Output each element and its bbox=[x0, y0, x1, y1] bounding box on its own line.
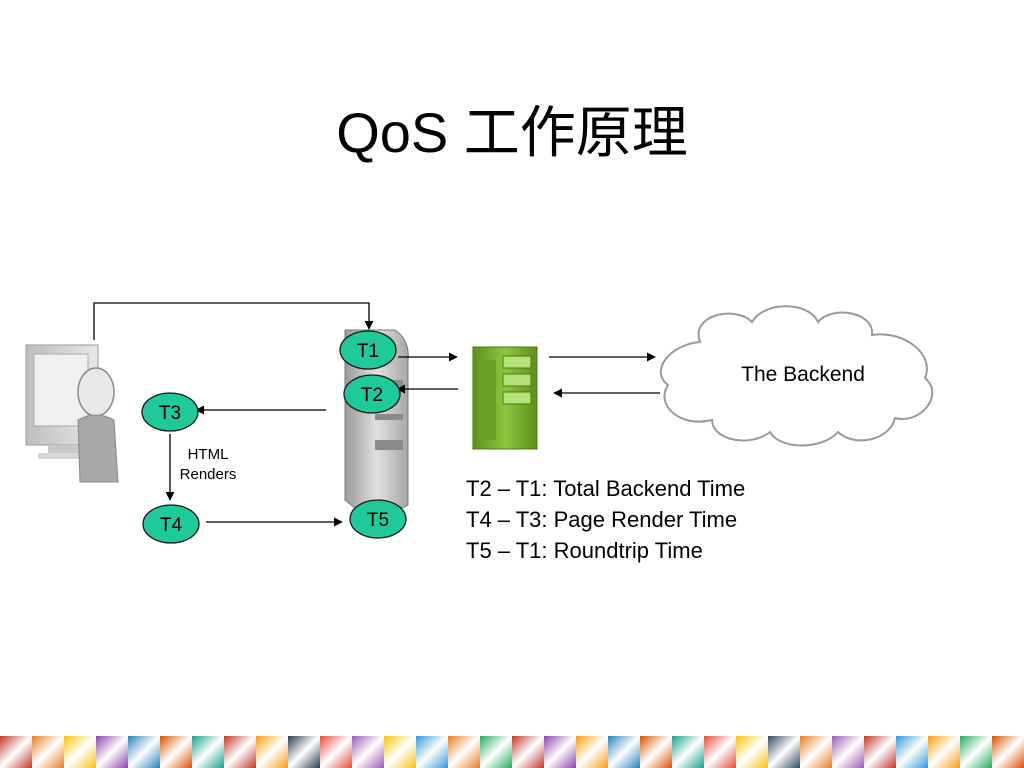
footer-tile bbox=[704, 736, 736, 768]
footer-tile bbox=[256, 736, 288, 768]
user-icon bbox=[77, 367, 119, 483]
timing-legend: T2 – T1: Total Backend Time T4 – T3: Pag… bbox=[466, 473, 745, 566]
footer-tile bbox=[512, 736, 544, 768]
footer-tile bbox=[832, 736, 864, 768]
node-t2: T2 bbox=[343, 374, 401, 414]
footer-tile bbox=[0, 736, 32, 768]
footer-tile bbox=[96, 736, 128, 768]
footer-tile bbox=[192, 736, 224, 768]
node-t2-label: T2 bbox=[361, 385, 383, 406]
footer-tile bbox=[672, 736, 704, 768]
footer-tile bbox=[352, 736, 384, 768]
node-t3: T3 bbox=[141, 392, 199, 432]
backend-label: The Backend bbox=[741, 363, 865, 386]
footer-tile bbox=[896, 736, 928, 768]
footer-tile bbox=[928, 736, 960, 768]
decorative-footer-strip bbox=[0, 736, 1024, 768]
footer-tile bbox=[416, 736, 448, 768]
footer-tile bbox=[448, 736, 480, 768]
footer-tile bbox=[960, 736, 992, 768]
backend-cloud-icon bbox=[659, 305, 934, 447]
node-t1: T1 bbox=[339, 330, 397, 370]
footer-tile bbox=[224, 736, 256, 768]
node-t5-label: T5 bbox=[367, 510, 389, 531]
footer-tile bbox=[864, 736, 896, 768]
footer-tile bbox=[544, 736, 576, 768]
node-t3-label: T3 bbox=[159, 403, 181, 424]
footer-tile bbox=[288, 736, 320, 768]
footer-tile bbox=[32, 736, 64, 768]
request-connector bbox=[93, 302, 374, 340]
footer-tile bbox=[640, 736, 672, 768]
footer-tile bbox=[160, 736, 192, 768]
legend-item-roundtrip-time: T5 – T1: Roundtrip Time bbox=[466, 538, 703, 563]
footer-tile bbox=[768, 736, 800, 768]
legend-item-backend-time: T2 – T1: Total Backend Time bbox=[466, 476, 746, 501]
footer-tile bbox=[480, 736, 512, 768]
backend-server-icon bbox=[472, 346, 538, 450]
footer-tile bbox=[320, 736, 352, 768]
node-t1-label: T1 bbox=[357, 341, 379, 362]
footer-tile bbox=[992, 736, 1024, 768]
footer-tile bbox=[384, 736, 416, 768]
footer-tile bbox=[736, 736, 768, 768]
node-t4: T4 bbox=[142, 504, 200, 544]
footer-tile bbox=[576, 736, 608, 768]
footer-tile bbox=[800, 736, 832, 768]
node-t4-label: T4 bbox=[160, 515, 183, 536]
footer-tile bbox=[64, 736, 96, 768]
legend-item-render-time: T4 – T3: Page Render Time bbox=[466, 507, 738, 532]
footer-tile bbox=[128, 736, 160, 768]
html-renders-label-line1: HTML bbox=[188, 446, 229, 463]
node-t5: T5 bbox=[349, 499, 407, 539]
footer-tile bbox=[608, 736, 640, 768]
html-renders-label-line2: Renders bbox=[180, 466, 237, 483]
slide-title: QoS 工作原理 bbox=[336, 101, 688, 164]
